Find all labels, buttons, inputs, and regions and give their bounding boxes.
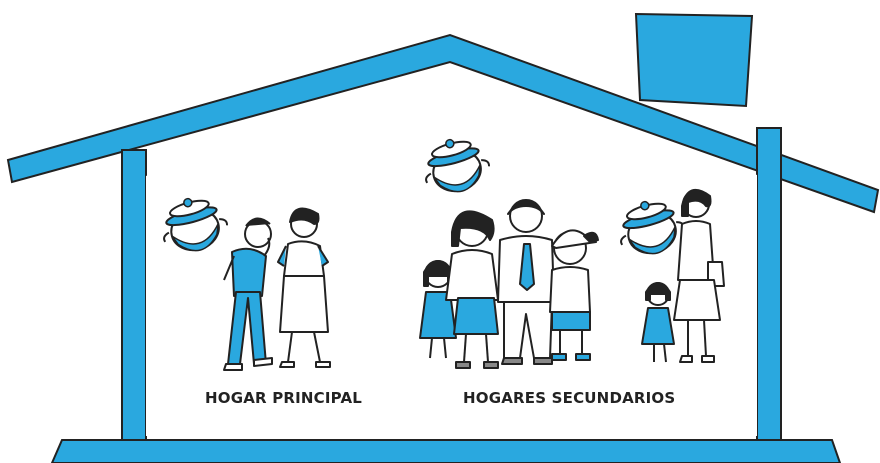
cooking-pot-icon [620, 200, 686, 255]
left-wall [121, 149, 147, 441]
family-group [419, 199, 599, 369]
tall-woman-figure [673, 188, 725, 363]
boy-figure [549, 229, 599, 361]
small-girl-figure [641, 282, 675, 363]
main-household-label: HOGAR PRINCIPAL [205, 389, 363, 407]
secondary-households-label: HOGARES SECUNDARIOS [463, 389, 676, 407]
main-household-couple [223, 207, 331, 371]
cooking-pot-icon [163, 197, 229, 252]
man-figure [223, 217, 273, 371]
roof [6, 33, 880, 214]
chimney [634, 12, 754, 108]
floor [50, 439, 842, 463]
woman-apron-figure [277, 207, 331, 368]
right-wall [756, 127, 782, 441]
house-frame [6, 12, 880, 463]
cooking-pot-icon [425, 138, 491, 193]
mother-daughter-group [641, 188, 725, 363]
mother-figure [445, 210, 499, 369]
